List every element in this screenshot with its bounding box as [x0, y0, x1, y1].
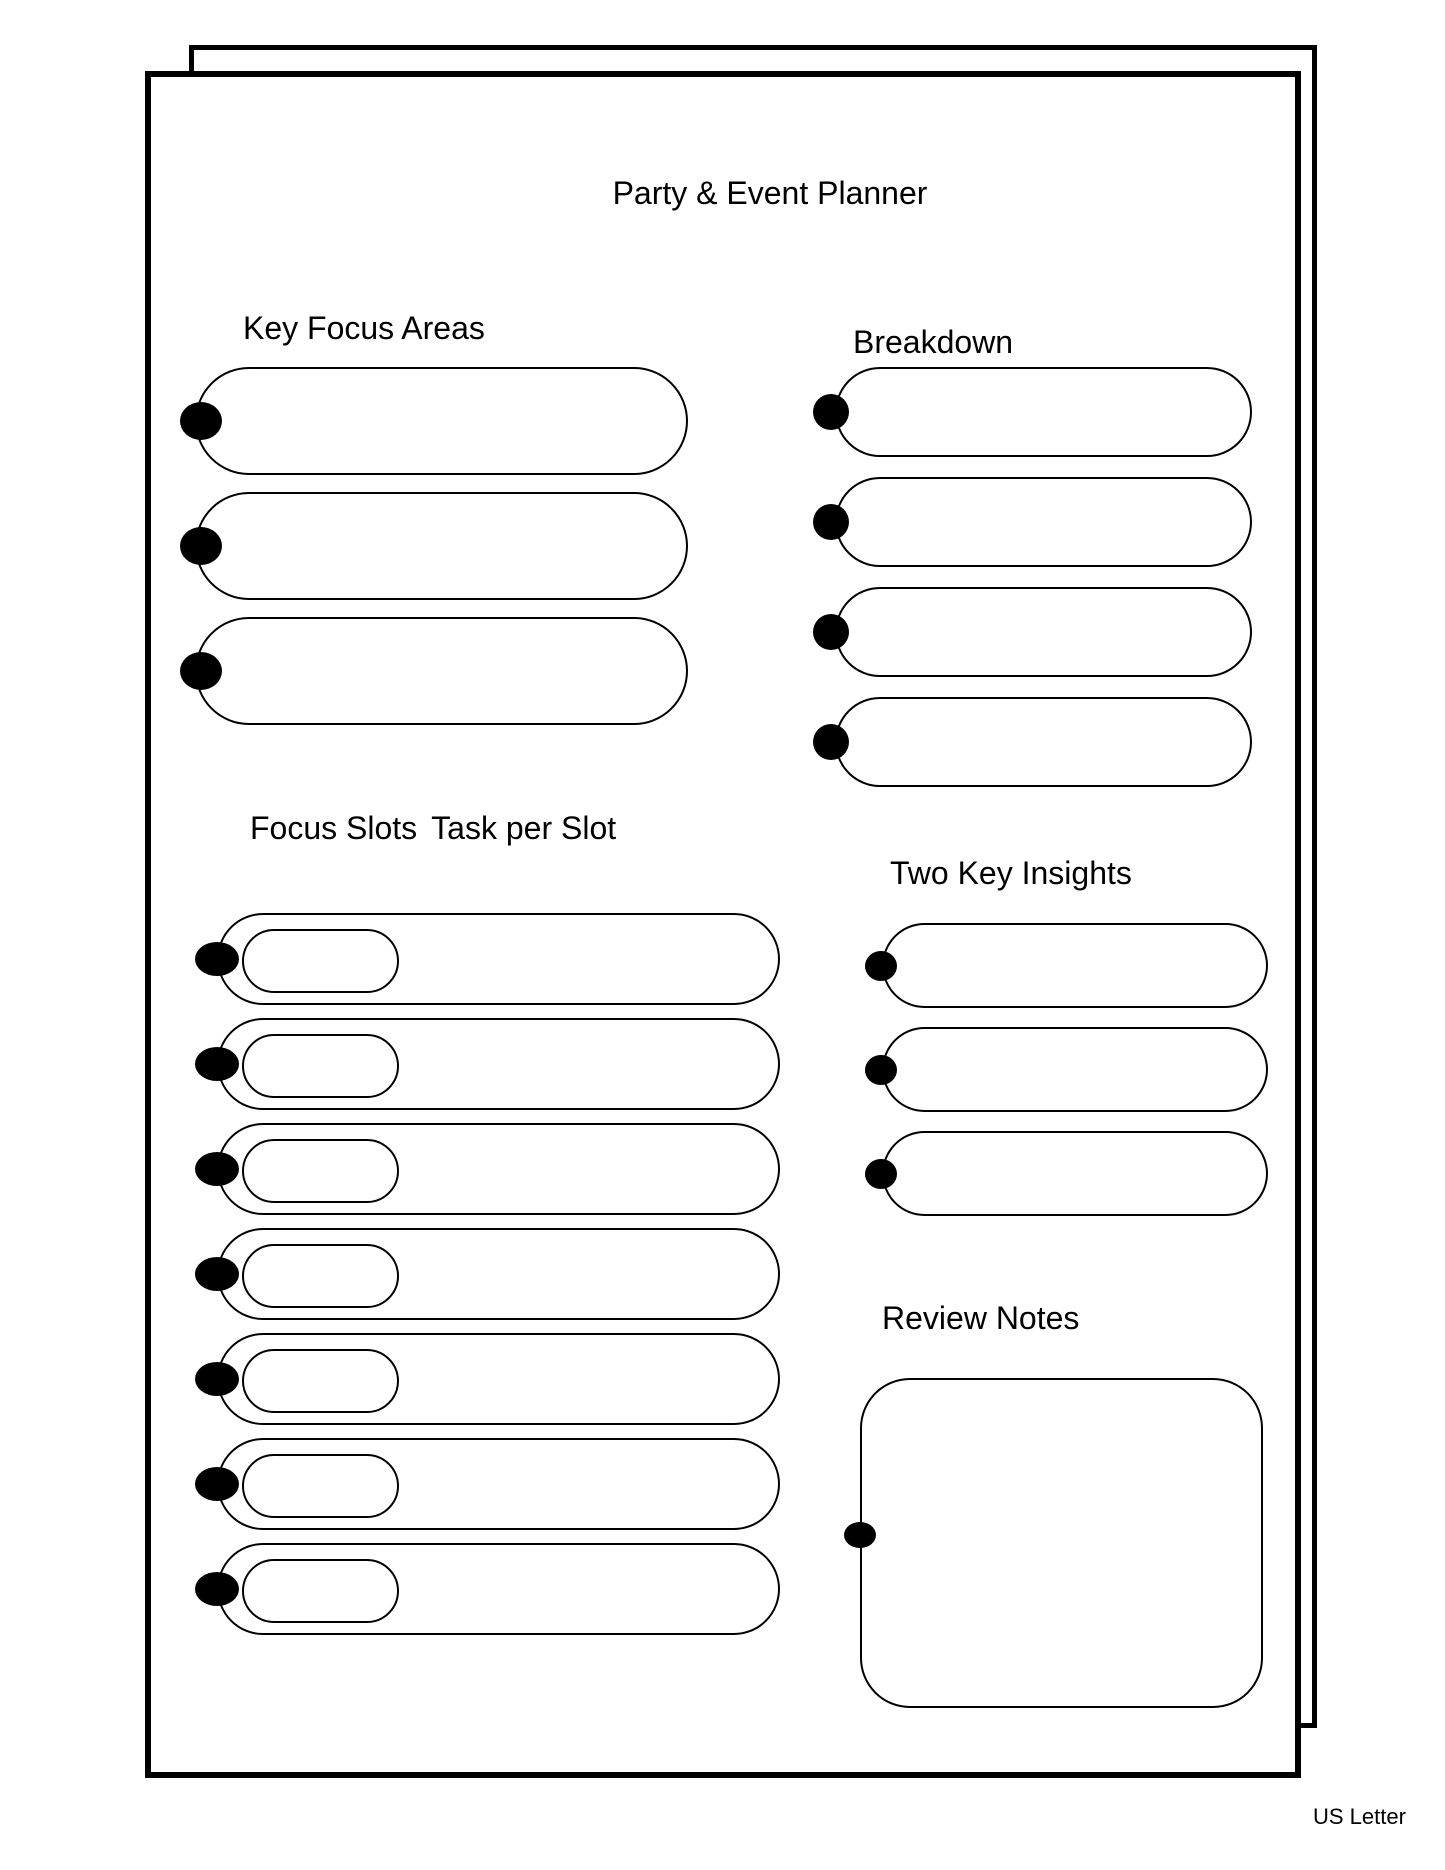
focus-slot-row — [195, 1018, 780, 1110]
insight-field[interactable] — [865, 923, 1268, 1008]
focus-slot-time-field[interactable] — [242, 1454, 399, 1518]
focus-slot-time-field[interactable] — [242, 1559, 399, 1623]
insight-field[interactable] — [865, 1027, 1268, 1112]
page-size-label: US Letter — [1313, 1804, 1406, 1829]
focus-slot-row — [195, 1438, 780, 1530]
breakdown-field[interactable] — [813, 477, 1252, 567]
key-focus-field[interactable] — [180, 492, 688, 600]
bullet-dot — [813, 724, 849, 760]
bullet-dot — [813, 394, 849, 430]
page-title: Party & Event Planner — [612, 175, 928, 211]
focus-slot-row — [195, 913, 780, 1005]
review-notes-heading: Review Notes — [882, 1300, 1080, 1336]
breakdown-field[interactable] — [813, 587, 1252, 677]
focus-slot-row — [195, 1123, 780, 1215]
key-focus-field[interactable] — [180, 617, 688, 725]
bullet-dot — [180, 652, 222, 690]
bullet-dot — [865, 1158, 897, 1189]
bullet-dot — [865, 950, 897, 981]
bullet-dot — [813, 614, 849, 650]
key-focus-list — [180, 367, 688, 725]
insights-list — [865, 923, 1268, 1216]
insight-field[interactable] — [865, 1131, 1268, 1216]
bullet-dot — [195, 1572, 239, 1606]
bullet-dot — [865, 1054, 897, 1085]
focus-slot-row — [195, 1333, 780, 1425]
bullet-dot — [195, 1362, 239, 1396]
breakdown-list — [813, 367, 1252, 787]
bullet-dot — [180, 402, 222, 440]
breakdown-field[interactable] — [813, 367, 1252, 457]
bullet-dot — [195, 1467, 239, 1501]
breakdown-heading: Breakdown — [853, 324, 1014, 360]
bullet-dot — [195, 942, 239, 976]
bullet-dot — [195, 1047, 239, 1081]
focus-slot-time-field[interactable] — [242, 1034, 399, 1098]
focus-slots-heading: Focus Slots Task per Slot — [250, 812, 616, 844]
focus-slot-row — [195, 1543, 780, 1635]
focus-slot-time-field[interactable] — [242, 1244, 399, 1308]
bullet-dot — [180, 527, 222, 565]
bullet-dot — [195, 1257, 239, 1291]
focus-slot-time-field[interactable] — [242, 929, 399, 993]
focus-slot-time-field[interactable] — [242, 1139, 399, 1203]
bullet-dot — [844, 1522, 876, 1548]
focus-slots-list — [195, 913, 780, 1635]
planner-page: Party & Event Planner Key Focus Areas Br… — [145, 71, 1301, 1778]
focus-slot-time-field[interactable] — [242, 1349, 399, 1413]
focus-slots-heading-left: Focus Slots — [250, 810, 418, 846]
bullet-dot — [813, 504, 849, 540]
review-notes-field[interactable] — [844, 1378, 1263, 1708]
key-focus-field[interactable] — [180, 367, 688, 475]
insights-heading: Two Key Insights — [890, 855, 1132, 891]
focus-slot-row — [195, 1228, 780, 1320]
focus-slots-heading-right: Task per Slot — [431, 810, 617, 846]
bullet-dot — [195, 1152, 239, 1186]
key-focus-heading: Key Focus Areas — [243, 310, 485, 346]
breakdown-field[interactable] — [813, 697, 1252, 787]
